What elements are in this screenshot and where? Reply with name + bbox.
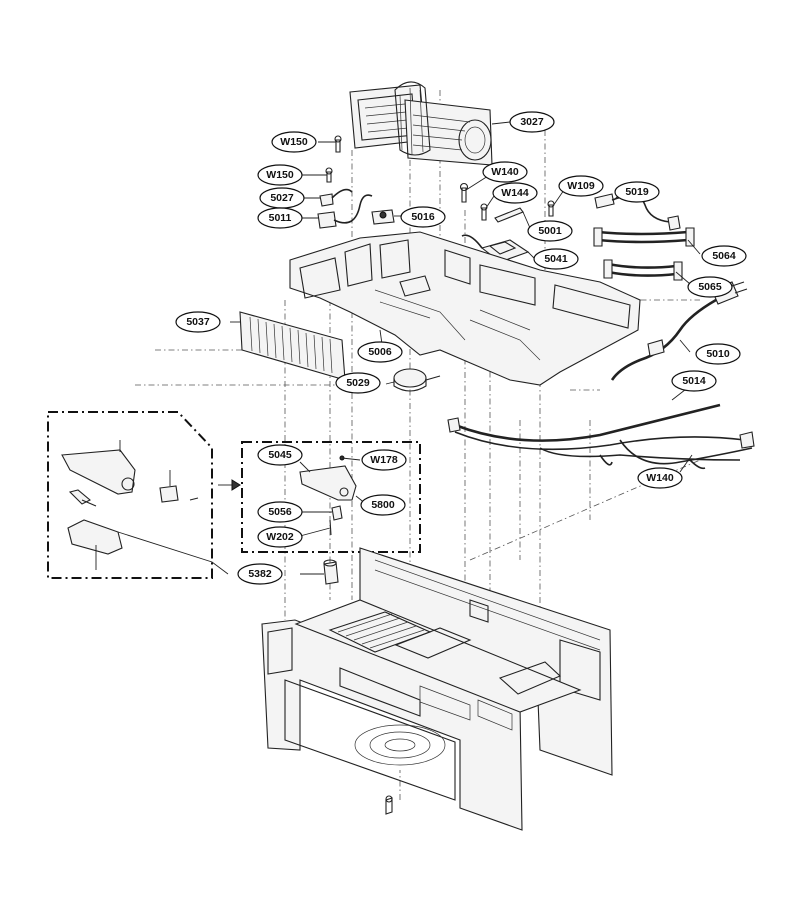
callout-ellipse [527,220,573,242]
blower-fan-assembly [349,81,493,166]
callout-ellipse [509,111,555,133]
callout-5010: 5010 [695,343,741,365]
callout-w150b: W150 [257,164,303,186]
cabinet-frame [261,547,613,831]
base-plate-5006 [289,231,641,386]
callout-label: 5006 [368,346,392,358]
callout-ellipse [257,444,303,466]
callout-label: 5014 [682,375,706,387]
callout-label: 5011 [269,212,292,224]
callout-5016: 5016 [400,206,446,228]
callout-label: 5001 [538,225,562,237]
screws-w150 [325,135,342,183]
thermal-parts-5027-5011-5016 [317,188,395,229]
callout-label: W144 [501,187,529,199]
callout-5065: 5065 [687,276,733,298]
callout-label: 5065 [698,281,722,293]
callout-w140a: W140 [482,161,528,183]
callout-w178: W178 [361,449,407,471]
callout-ellipse [687,276,733,298]
callout-ellipse [271,131,317,153]
callout-3027: 3027 [509,111,555,133]
callout-label: 5016 [411,211,435,223]
callout-label: W178 [370,454,398,466]
callout-5064: 5064 [701,245,747,267]
callout-5011: 5011 [257,207,303,229]
detail-box-left [47,411,213,579]
callout-5800: 5800 [360,494,406,516]
callout-label: 3027 [520,116,544,128]
callout-5019: 5019 [614,181,660,203]
detail-box-right [241,441,421,553]
callout-ellipse [637,467,683,489]
callout-label: W150 [280,136,308,148]
callout-5014: 5014 [671,370,717,392]
callout-ellipse [533,248,579,270]
main-harness-5014 [447,403,755,470]
wire-harness-5065 [603,259,683,281]
callout-ellipse [695,343,741,365]
callout-label: W140 [491,166,519,178]
motor-5029 [393,368,441,392]
callout-ellipse [492,182,538,204]
callout-w140b: W140 [637,467,683,489]
callout-ellipse [257,526,303,548]
callout-ellipse [357,341,403,363]
callout-5045: 5045 [257,444,303,466]
screws-w140-w144-w109 [459,182,555,221]
callout-5006: 5006 [357,341,403,363]
callout-ellipse [614,181,660,203]
callout-5027: 5027 [259,187,305,209]
callout-label: W109 [567,180,595,192]
callout-ellipse [482,161,528,183]
callout-label: 5800 [371,499,395,511]
callout-5382: 5382 [237,563,283,585]
callout-ellipse [257,207,303,229]
callout-w150a: W150 [271,131,317,153]
callout-5037: 5037 [175,311,221,333]
callout-label: 5027 [270,192,294,204]
bracket-5001 [494,207,524,223]
callout-ellipse [558,175,604,197]
vent-grille-5037 [239,311,346,381]
callout-label: 5010 [706,348,730,360]
callout-label: 5029 [346,377,370,389]
callout-ellipse [175,311,221,333]
callout-5056: 5056 [257,501,303,523]
callout-label: 5382 [248,568,272,580]
callout-ellipse [671,370,717,392]
callout-ellipse [257,501,303,523]
callout-5001: 5001 [527,220,573,242]
callout-label: W202 [266,531,294,543]
callout-label: W150 [266,169,294,181]
part-5382 [323,559,339,585]
callout-label: 5056 [268,506,292,518]
callout-w144: W144 [492,182,538,204]
callout-label: 5019 [625,186,649,198]
callout-label: W140 [646,472,674,484]
callout-ellipse [360,494,406,516]
callout-ellipse [237,563,283,585]
callout-label: 5064 [712,250,736,262]
callout-ellipse [701,245,747,267]
callout-ellipse [361,449,407,471]
callout-ellipse [400,206,446,228]
callout-w109: W109 [558,175,604,197]
wire-harness-5064 [593,227,695,247]
callout-w202: W202 [257,526,303,548]
callout-5029: 5029 [335,372,381,394]
callout-5041: 5041 [533,248,579,270]
callout-label: 5037 [186,316,210,328]
callout-ellipse [257,164,303,186]
detail-arrow [218,479,241,491]
callout-leaders [117,121,701,575]
callout-ellipse [335,372,381,394]
callout-label: 5045 [268,449,292,461]
callout-label: 5041 [544,253,568,265]
